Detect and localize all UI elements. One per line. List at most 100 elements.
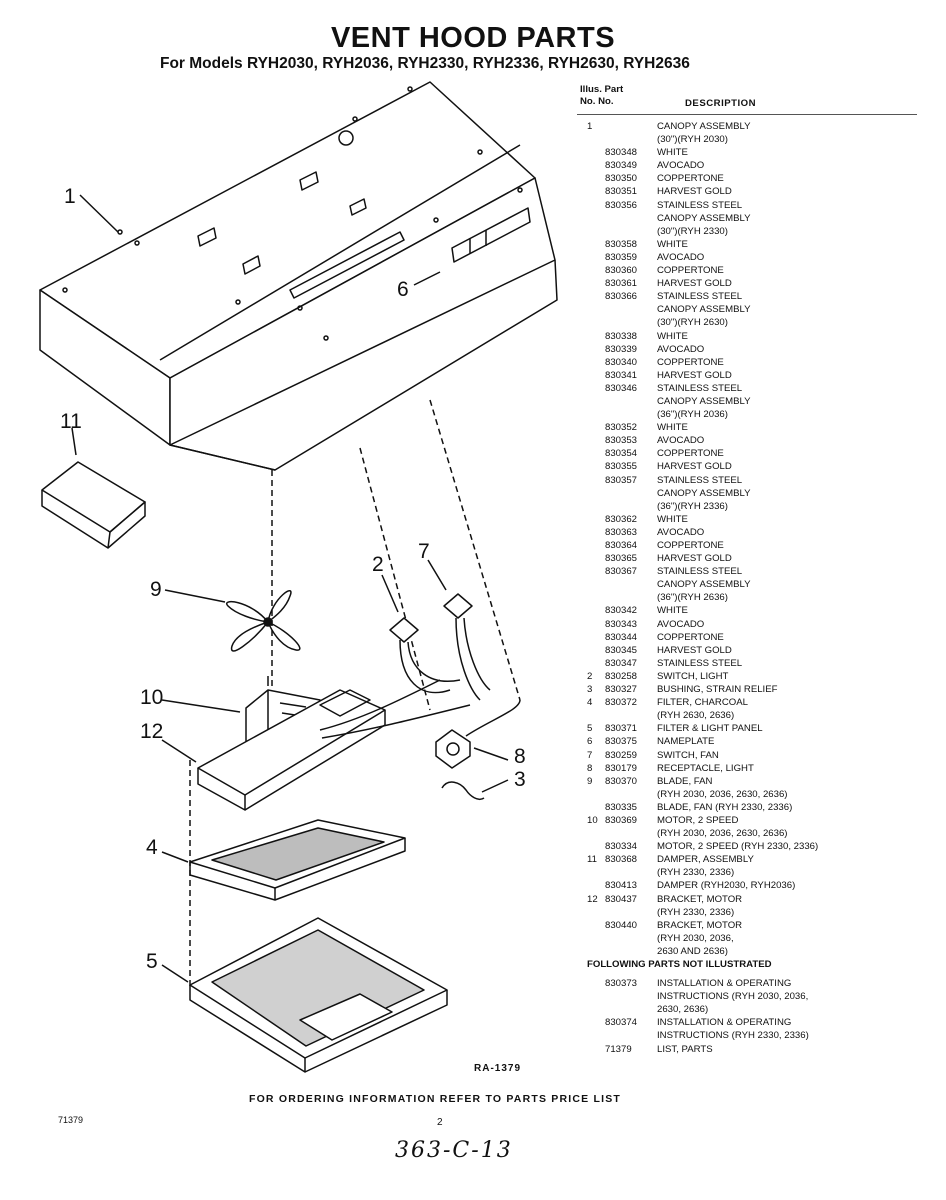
callout-12: 12 — [140, 720, 164, 743]
description: 2630 AND 2636) — [657, 945, 728, 957]
description: CANOPY ASSEMBLY — [657, 212, 751, 224]
description: (RYH 2630, 2636) — [657, 710, 735, 722]
description: (30")(RYH 2330) — [657, 225, 728, 237]
part-number: 830343 — [605, 618, 638, 630]
description: RECEPTACLE, LIGHT — [657, 762, 754, 774]
table-row: (RYH 2630, 2636) — [577, 709, 937, 722]
table-row: INSTRUCTIONS (RYH 2030, 2036, — [577, 990, 937, 1003]
part-number: 830340 — [605, 356, 638, 368]
part-number: 830374 — [605, 1017, 638, 1029]
description: HARVEST GOLD — [657, 461, 732, 473]
description: (36")(RYH 2636) — [657, 592, 728, 604]
description: WHITE — [657, 513, 688, 525]
description: BLADE, FAN (RYH 2330, 2336) — [657, 801, 793, 813]
description: BUSHING, STRAIN RELIEF — [657, 684, 778, 696]
illus-number: 11 — [587, 854, 597, 866]
part-number: 830373 — [605, 978, 638, 990]
part-number: 830368 — [605, 854, 638, 866]
description: DAMPER (RYH2030, RYH2036) — [657, 880, 796, 892]
description: STAINLESS STEEL — [657, 199, 743, 211]
part-number: 830179 — [605, 762, 638, 774]
part-number: 830348 — [605, 147, 638, 159]
part-number: 830349 — [605, 160, 638, 172]
description: (RYH 2030, 2036, 2630, 2636) — [657, 788, 788, 800]
description: COPPERTONE — [657, 356, 724, 368]
description: (RYH 2330, 2336) — [657, 906, 735, 918]
table-row: 830356 STAINLESS STEEL — [577, 199, 937, 212]
part-number: 830338 — [605, 330, 638, 342]
description: (RYH 2330, 2336) — [657, 867, 735, 879]
table-row: (RYH 2030, 2036, 2630, 2636) — [577, 788, 937, 801]
table-row: CANOPY ASSEMBLY — [577, 303, 937, 316]
description: AVOCADO — [657, 160, 705, 172]
table-row: (30")(RYH 2330) — [577, 225, 937, 238]
description: AVOCADO — [657, 526, 705, 538]
description: HARVEST GOLD — [657, 553, 732, 565]
part-number: 830354 — [605, 448, 638, 460]
figure-code: RA-1379 — [474, 1063, 522, 1074]
description: STAINLESS STEEL — [657, 291, 743, 303]
part-number: 830345 — [605, 644, 638, 656]
description: COPPERTONE — [657, 448, 724, 460]
description: LIST, PARTS — [657, 1043, 713, 1055]
callout-5: 5 — [146, 950, 158, 973]
table-row: 830354 COPPERTONE — [577, 447, 937, 460]
description: STAINLESS STEEL — [657, 566, 743, 578]
exploded-parts-diagram — [39, 81, 558, 1073]
description: AVOCADO — [657, 618, 705, 630]
callout-2: 2 — [372, 553, 384, 576]
callout-8: 8 — [514, 745, 526, 768]
description: (RYH 2030, 2036, — [657, 932, 734, 944]
table-row: CANOPY ASSEMBLY — [577, 487, 937, 500]
part-number: 830362 — [605, 513, 638, 525]
callout-10: 10 — [140, 686, 164, 709]
header-rule — [577, 114, 917, 115]
description: STAINLESS STEEL — [657, 657, 743, 669]
part-number: 830356 — [605, 199, 638, 211]
illus-number: 10 — [587, 814, 598, 826]
description: INSTALLATION & OPERATING — [657, 978, 792, 990]
callout-9: 9 — [150, 578, 162, 601]
part-number: 830258 — [605, 670, 638, 682]
part-number: 830437 — [605, 893, 638, 905]
description: (RYH 2030, 2036, 2630, 2636) — [657, 828, 788, 840]
part-number: 830339 — [605, 343, 638, 355]
description: NAMEPLATE — [657, 736, 715, 748]
part-number: 830352 — [605, 422, 638, 434]
part-number: 830334 — [605, 841, 638, 853]
description: BRACKET, MOTOR — [657, 893, 743, 905]
part-number: 830369 — [605, 814, 638, 826]
part-number: 830341 — [605, 369, 638, 381]
table-row: 2630, 2636) — [577, 1003, 937, 1016]
part-number: 830367 — [605, 566, 638, 578]
table-row: (30")(RYH 2630) — [577, 316, 937, 329]
table-row: CANOPY ASSEMBLY — [577, 578, 937, 591]
description: AVOCADO — [657, 251, 705, 263]
description: HARVEST GOLD — [657, 644, 732, 656]
